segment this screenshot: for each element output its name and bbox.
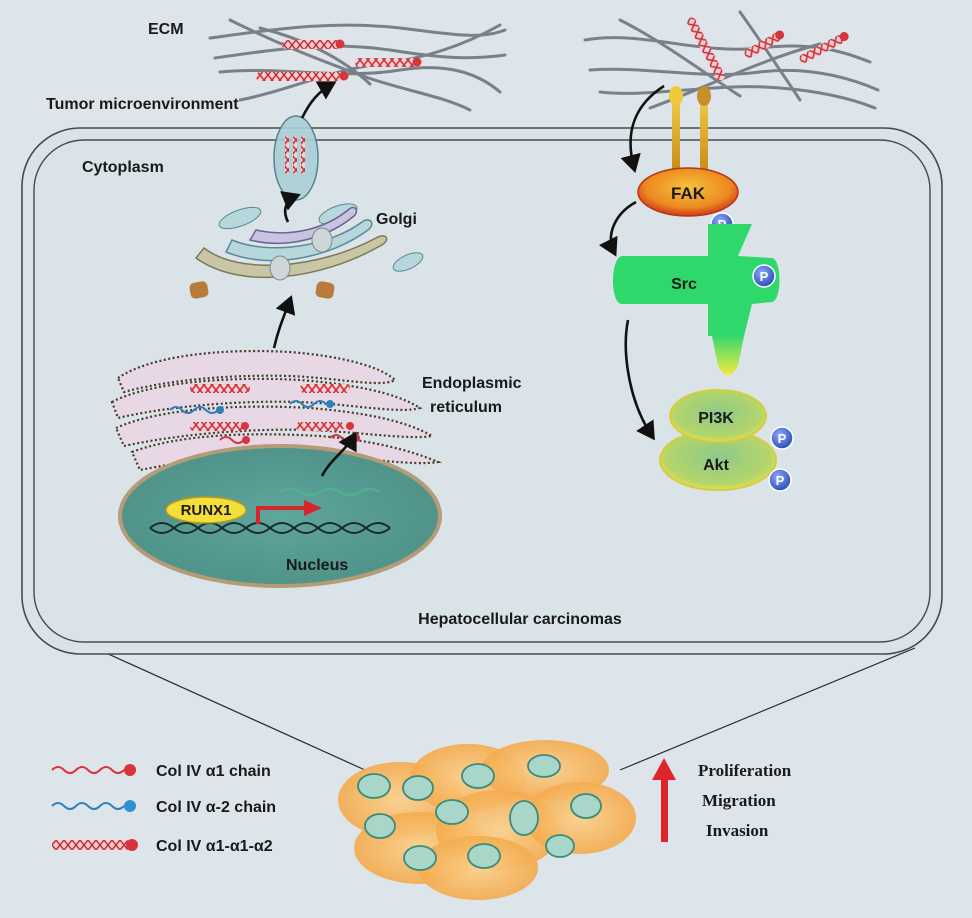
label-runx1: RUNX1 xyxy=(181,502,232,519)
fak-protein: FAK xyxy=(637,167,739,217)
legend-item-alpha2-chain: Col IV α-2 chain xyxy=(51,799,276,816)
label-src: Src xyxy=(671,276,697,293)
phospho-src: P xyxy=(752,264,776,288)
src-protein: Src xyxy=(613,224,780,375)
collagen-triple-helix-ecm-left xyxy=(256,39,422,81)
phospho-pi3k: P xyxy=(770,426,794,450)
svg-text:P: P xyxy=(760,269,769,284)
nucleus xyxy=(118,444,442,588)
signaling-arrows xyxy=(598,84,665,441)
akt-protein: Akt xyxy=(659,429,777,491)
phospho-akt: P xyxy=(768,468,792,492)
runx1-transcription-factor: RUNX1 xyxy=(165,496,247,524)
legend-label-triple-helix: Col IV α1-α1-α2 xyxy=(156,838,273,855)
ecm-fibers-right xyxy=(583,10,880,110)
integrin-receptor xyxy=(669,86,711,172)
label-er-line2: reticulum xyxy=(430,399,502,416)
label-nucleus: Nucleus xyxy=(286,557,348,574)
legend: Col IV α1 chain Col IV α-2 chain Col IV … xyxy=(51,763,276,855)
label-fak: FAK xyxy=(671,184,706,203)
label-akt: Akt xyxy=(703,457,729,474)
label-golgi: Golgi xyxy=(376,211,417,228)
label-cytoplasm: Cytoplasm xyxy=(82,159,164,176)
label-pi3k: PI3K xyxy=(698,410,734,427)
label-er-line1: Endoplasmic xyxy=(422,375,522,392)
secretion-arrows xyxy=(272,81,357,477)
pi3k-protein: PI3K xyxy=(669,389,767,443)
legend-label-alpha1: Col IV α1 chain xyxy=(156,763,271,780)
golgi-apparatus xyxy=(189,203,424,299)
hcc-cell-cluster xyxy=(338,740,636,900)
legend-label-alpha2: Col IV α-2 chain xyxy=(156,799,276,816)
svg-text:P: P xyxy=(778,431,787,446)
effect-migration: Migration xyxy=(702,791,776,810)
secretory-vesicle xyxy=(273,115,319,201)
effect-up-arrow xyxy=(652,758,676,842)
label-cell-name: Hepatocellular carcinomas xyxy=(418,611,622,628)
zoom-lines xyxy=(94,647,916,771)
effect-proliferation: Proliferation xyxy=(698,761,792,780)
label-tumor-microenvironment: Tumor microenvironment xyxy=(46,96,239,113)
effect-invasion: Invasion xyxy=(706,821,769,840)
transcription-arrow xyxy=(256,500,322,524)
collagen-triple-helix-ecm-right xyxy=(686,17,849,81)
legend-item-triple-helix: Col IV α1-α1-α2 xyxy=(52,838,273,855)
legend-item-alpha1-chain: Col IV α1 chain xyxy=(51,763,271,780)
label-ecm: ECM xyxy=(148,21,184,38)
svg-text:P: P xyxy=(776,473,785,488)
